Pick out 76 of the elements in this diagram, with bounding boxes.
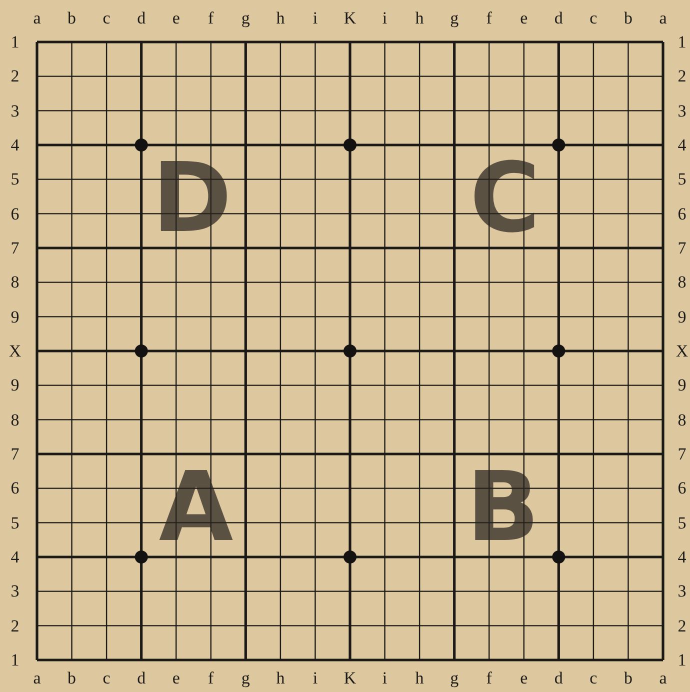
column-label: e <box>520 10 528 26</box>
row-label: 5 <box>678 170 686 188</box>
column-label: K <box>344 10 356 26</box>
column-label: b <box>68 670 76 686</box>
column-label: b <box>68 10 76 26</box>
column-label: a <box>659 670 667 686</box>
row-label: 9 <box>678 308 686 326</box>
row-label: 3 <box>10 582 20 600</box>
column-label: f <box>208 670 214 686</box>
row-label: 9 <box>10 308 20 326</box>
column-label: d <box>137 10 146 26</box>
column-label: d <box>554 10 563 26</box>
column-label: K <box>344 670 356 686</box>
row-label: 9 <box>678 376 686 394</box>
column-label: g <box>450 670 459 686</box>
row-label: 6 <box>10 205 20 222</box>
row-label: 8 <box>678 411 686 428</box>
column-label: e <box>172 670 180 686</box>
row-label: 6 <box>678 480 686 497</box>
row-label: 2 <box>678 617 686 634</box>
row-label: 6 <box>10 480 20 497</box>
row-label: 6 <box>678 205 686 222</box>
row-label: 5 <box>10 514 20 532</box>
row-label: 2 <box>678 68 686 85</box>
row-label: X <box>8 342 22 360</box>
column-label: h <box>415 670 424 686</box>
row-label: 7 <box>10 446 20 462</box>
row-label: 9 <box>10 376 20 394</box>
column-label: h <box>276 10 285 26</box>
row-label: 4 <box>678 548 686 566</box>
column-label: c <box>590 10 598 26</box>
column-label: f <box>486 670 492 686</box>
row-label: X <box>676 342 688 360</box>
column-label: g <box>241 10 250 26</box>
row-label: 1 <box>10 34 20 50</box>
column-label: b <box>624 10 632 26</box>
row-label: 1 <box>10 652 20 668</box>
row-label: 2 <box>10 617 20 634</box>
column-label: i <box>312 10 318 26</box>
column-label: e <box>172 10 180 26</box>
column-label: g <box>241 670 250 686</box>
row-label: 5 <box>10 170 20 188</box>
column-label: d <box>554 670 563 686</box>
column-label: h <box>276 670 285 686</box>
column-label: d <box>137 670 146 686</box>
column-label: c <box>102 10 110 26</box>
column-label: f <box>486 10 492 26</box>
row-label: 2 <box>10 68 20 85</box>
column-label: f <box>208 10 214 26</box>
row-label: 7 <box>678 446 686 462</box>
column-label: i <box>382 670 388 686</box>
row-label: 3 <box>678 102 686 120</box>
column-label: c <box>590 670 598 686</box>
row-label: 1 <box>678 34 686 50</box>
column-label: e <box>520 670 528 686</box>
row-label: 5 <box>678 514 686 532</box>
row-label: 4 <box>678 136 686 154</box>
row-label: 4 <box>10 548 20 566</box>
row-label: 7 <box>678 240 686 256</box>
row-label: 7 <box>10 240 20 256</box>
column-label: c <box>102 670 110 686</box>
row-label: 3 <box>678 582 686 600</box>
column-label: i <box>382 10 388 26</box>
column-label: g <box>450 10 459 26</box>
row-label: 8 <box>678 274 686 291</box>
column-label: i <box>312 670 318 686</box>
row-label: 8 <box>10 411 20 428</box>
column-label: h <box>415 10 424 26</box>
column-label: a <box>659 10 667 26</box>
column-label: a <box>33 10 41 26</box>
column-label: a <box>33 670 41 686</box>
row-label: 8 <box>10 274 20 291</box>
row-label: 3 <box>10 102 20 120</box>
column-label: b <box>624 670 632 686</box>
row-label: 4 <box>10 136 20 154</box>
row-label: 1 <box>678 652 686 668</box>
